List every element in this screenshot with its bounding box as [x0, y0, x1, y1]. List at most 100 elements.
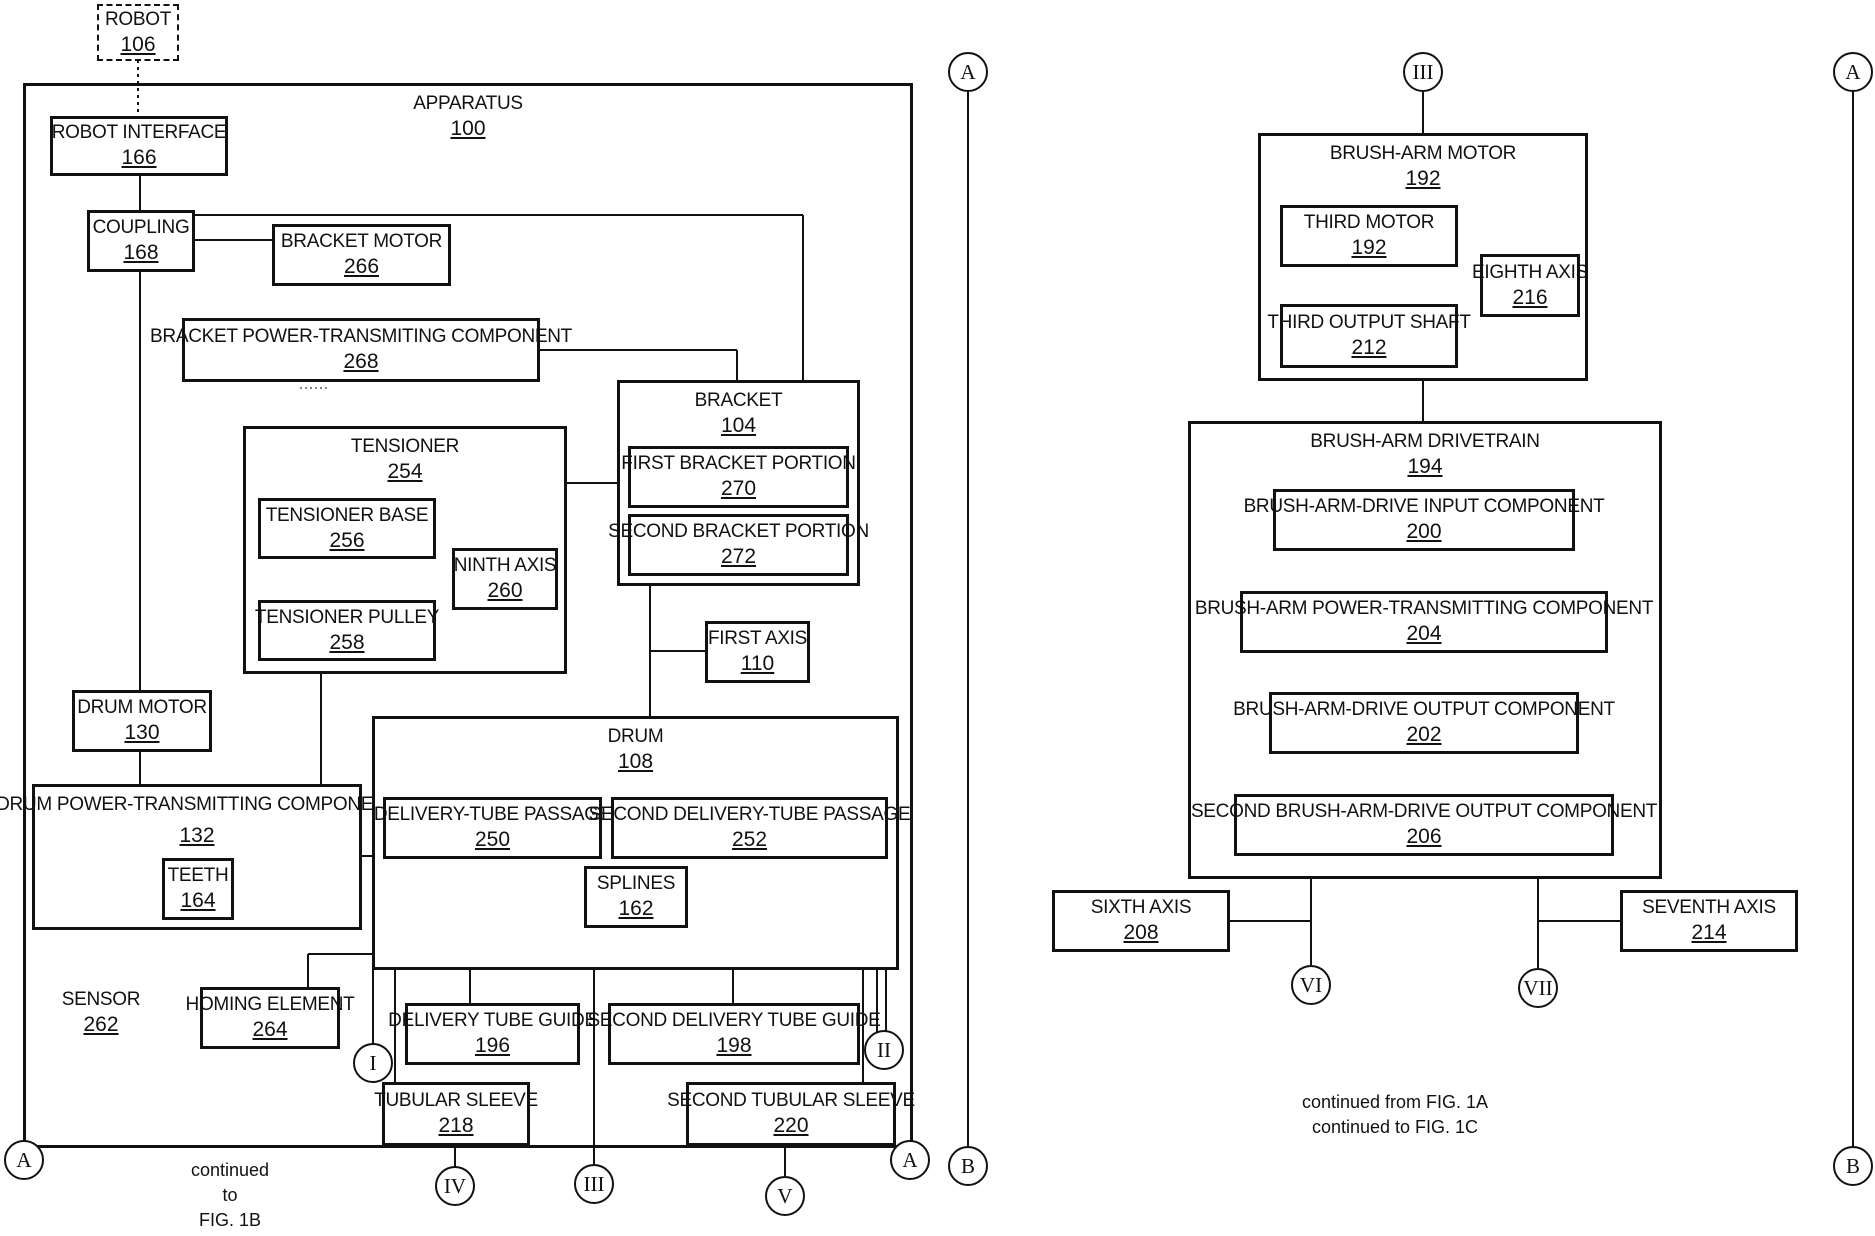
drum-motor-box: DRUM MOTOR 130 — [72, 690, 212, 752]
teeth-label: TEETH — [168, 864, 229, 888]
third-output-shaft-label: THIRD OUTPUT SHAFT — [1267, 311, 1470, 335]
connector-b-right-page: B — [1833, 1146, 1873, 1186]
robot-label: ROBOT — [105, 8, 171, 32]
bracket-ptc-box: BRACKET POWER-TRANSMITING COMPONENT 268 — [182, 318, 540, 382]
connector-iv: IV — [435, 1166, 475, 1206]
tensioner-pulley-label: TENSIONER PULLEY — [255, 606, 439, 630]
coupling-number: 168 — [123, 240, 158, 266]
eighth-axis-number: 216 — [1512, 285, 1547, 311]
second-ba-drive-output-box: SECOND BRUSH-ARM-DRIVE OUTPUT COMPONENT … — [1234, 794, 1614, 856]
ba-ptc-number: 204 — [1406, 621, 1441, 647]
delivery-tube-guide-box: DELIVERY TUBE GUIDE 196 — [405, 1003, 580, 1065]
splines-box: SPLINES 162 — [584, 866, 688, 928]
delivery-tube-guide-label: DELIVERY TUBE GUIDE — [388, 1009, 597, 1033]
sensor: SENSOR 262 — [46, 988, 156, 1038]
second-bracket-portion-box: SECOND BRACKET PORTION 272 — [628, 514, 849, 576]
apparatus-number: 100 — [408, 116, 528, 142]
connector-a-right-page: A — [1833, 52, 1873, 92]
sensor-number: 262 — [46, 1012, 156, 1038]
first-bracket-portion-box: FIRST BRACKET PORTION 270 — [628, 446, 849, 508]
third-motor-box: THIRD MOTOR 192 — [1280, 205, 1458, 267]
drum-ptc-label: DRUM POWER-TRANSMITTING COMPONENT — [0, 793, 398, 817]
drum-label: DRUM — [608, 725, 664, 749]
apparatus-label: APPARATUS 100 — [408, 92, 528, 142]
brush-arm-drivetrain-number: 194 — [1407, 454, 1442, 480]
second-delivery-tube-guide-number: 198 — [716, 1033, 751, 1059]
ba-drive-input-label: BRUSH-ARM-DRIVE INPUT COMPONENT — [1244, 495, 1605, 519]
brush-arm-drivetrain-label: BRUSH-ARM DRIVETRAIN — [1310, 430, 1539, 454]
second-delivery-tube-guide-label: SECOND DELIVERY TUBE GUIDE — [587, 1009, 880, 1033]
connector-a-top: A — [948, 52, 988, 92]
apparatus-title: APPARATUS — [408, 92, 528, 116]
homing-element-label: HOMING ELEMENT — [186, 993, 355, 1017]
continued-to-line: continued to FIG. 1C — [1275, 1115, 1515, 1140]
tubular-sleeve-number: 218 — [438, 1113, 473, 1139]
bracket-number: 104 — [721, 413, 756, 439]
first-axis-number: 110 — [741, 651, 774, 677]
continued-from-line: continued from FIG. 1A — [1275, 1090, 1515, 1115]
second-delivery-tube-guide-box: SECOND DELIVERY TUBE GUIDE 198 — [608, 1003, 860, 1065]
seventh-axis-number: 214 — [1691, 920, 1726, 946]
sensor-label: SENSOR — [46, 988, 156, 1012]
connector-a-right: A — [890, 1140, 930, 1180]
eighth-axis-box: EIGHTH AXIS 216 — [1480, 254, 1580, 317]
splines-number: 162 — [618, 896, 653, 922]
ninth-axis-number: 260 — [487, 578, 522, 604]
sixth-axis-label: SIXTH AXIS — [1091, 896, 1191, 920]
tubular-sleeve-label: TUBULAR SLEEVE — [374, 1089, 538, 1113]
ba-drive-input-box: BRUSH-ARM-DRIVE INPUT COMPONENT 200 — [1273, 489, 1575, 551]
bracket-motor-label: BRACKET MOTOR — [281, 230, 442, 254]
second-delivery-tube-passage-number: 252 — [732, 827, 767, 853]
tensioner-number: 254 — [387, 459, 422, 485]
delivery-tube-passage-label: DELIVERY-TUBE PASSAGE — [374, 803, 611, 827]
connector-iii: III — [574, 1164, 614, 1204]
drum-ptc-number: 132 — [179, 823, 214, 849]
second-tubular-sleeve-box: SECOND TUBULAR SLEEVE 220 — [686, 1082, 896, 1146]
robot-number: 106 — [120, 32, 155, 58]
ninth-axis-label: NINTH AXIS — [454, 554, 557, 578]
third-output-shaft-number: 212 — [1351, 335, 1386, 361]
second-delivery-tube-passage-box: SECOND DELIVERY-TUBE PASSAGE 252 — [611, 797, 888, 859]
ba-drive-input-number: 200 — [1406, 519, 1441, 545]
homing-element-number: 264 — [252, 1017, 287, 1043]
continued-to-fig-1b-note: continued to FIG. 1B — [180, 1158, 280, 1233]
connector-a-left: A — [4, 1140, 44, 1180]
bracket-ptc-label: BRACKET POWER-TRANSMITING COMPONENT — [150, 325, 572, 349]
first-bracket-portion-label: FIRST BRACKET PORTION — [621, 452, 855, 476]
second-bracket-portion-number: 272 — [721, 544, 756, 570]
ba-drive-output-box: BRUSH-ARM-DRIVE OUTPUT COMPONENT 202 — [1269, 692, 1579, 754]
third-motor-number: 192 — [1351, 235, 1386, 261]
bracket-label: BRACKET — [695, 389, 783, 413]
tensioner-base-label: TENSIONER BASE — [266, 504, 429, 528]
connector-vii: VII — [1518, 968, 1558, 1008]
bracket-motor-box: BRACKET MOTOR 266 — [272, 224, 451, 286]
second-tubular-sleeve-number: 220 — [773, 1113, 808, 1139]
eighth-axis-label: EIGHTH AXIS — [1472, 261, 1588, 285]
continued-from-to-note: continued from FIG. 1A continued to FIG.… — [1275, 1090, 1515, 1140]
tensioner-label: TENSIONER — [351, 435, 459, 459]
second-ba-drive-output-number: 206 — [1406, 824, 1441, 850]
brush-arm-motor-label: BRUSH-ARM MOTOR — [1330, 142, 1516, 166]
second-bracket-portion-label: SECOND BRACKET PORTION — [608, 520, 869, 544]
continued-line-2: to — [180, 1183, 280, 1208]
first-bracket-portion-number: 270 — [721, 476, 756, 502]
continued-line-1: continued — [180, 1158, 280, 1183]
robot-interface-number: 166 — [121, 145, 156, 171]
robot-box: ROBOT 106 — [97, 4, 179, 61]
ba-drive-output-number: 202 — [1406, 722, 1441, 748]
ba-ptc-label: BRUSH-ARM POWER-TRANSMITTING COMPONENT — [1195, 597, 1653, 621]
ninth-axis-box: NINTH AXIS 260 — [452, 548, 558, 610]
tensioner-pulley-number: 258 — [329, 630, 364, 656]
first-axis-box: FIRST AXIS 110 — [705, 621, 810, 683]
second-delivery-tube-passage-label: SECOND DELIVERY-TUBE PASSAGE — [589, 803, 911, 827]
connector-iii-top: III — [1403, 52, 1443, 92]
continued-line-3: FIG. 1B — [180, 1208, 280, 1233]
delivery-tube-passage-number: 250 — [475, 827, 510, 853]
tensioner-base-box: TENSIONER BASE 256 — [258, 498, 436, 559]
delivery-tube-passage-box: DELIVERY-TUBE PASSAGE 250 — [383, 797, 602, 859]
connector-b-bottom: B — [948, 1146, 988, 1186]
robot-interface-label: ROBOT INTERFACE — [52, 121, 227, 145]
delivery-tube-guide-number: 196 — [475, 1033, 510, 1059]
seventh-axis-label: SEVENTH AXIS — [1642, 896, 1776, 920]
connector-ii: II — [864, 1030, 904, 1070]
